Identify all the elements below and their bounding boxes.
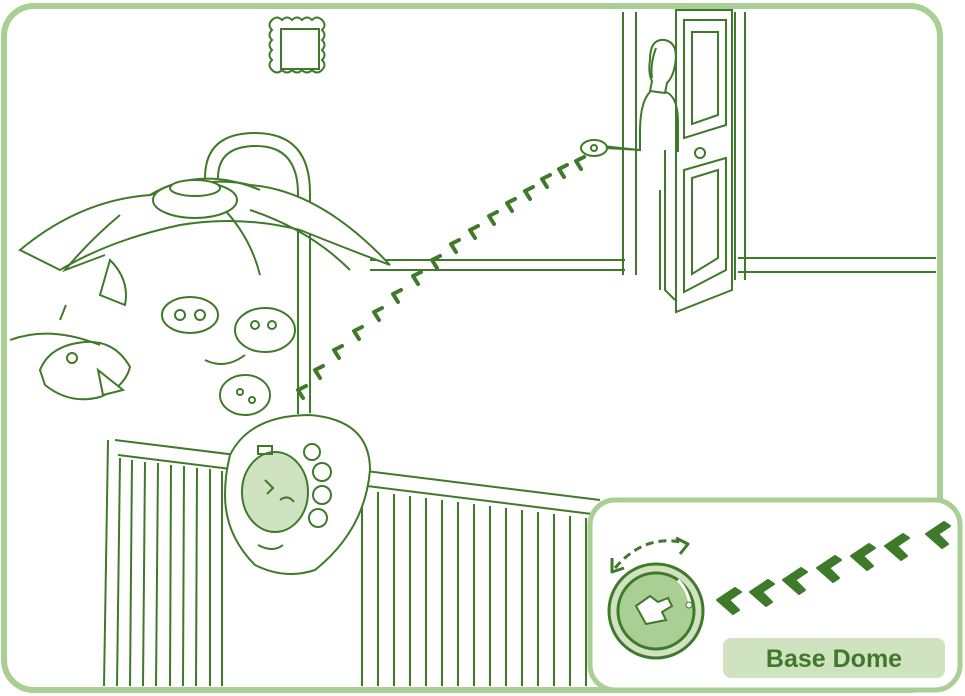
person-icon [601,38,679,301]
chevron-arrow-icon [372,306,384,322]
chevron-arrow-icon [557,163,569,179]
rotate-arrow-icon [610,536,690,574]
signal-chevrons [296,155,586,400]
chevron-arrow-icon [332,344,344,360]
chevron-arrow-icon [816,555,842,583]
chevron-arrow-icon [411,270,423,286]
chevron-arrow-icon [296,384,308,400]
base-unit-icon [223,413,372,575]
door-icon [675,9,733,314]
chevron-arrow-icon [313,364,325,380]
chevron-arrow-icon [505,197,517,213]
remote-control-icon [580,139,608,157]
chevron-arrow-icon [487,210,499,226]
chevron-arrow-icon [468,224,480,240]
chevron-arrow-icon [574,155,586,171]
base-dome-label-bg [723,638,945,678]
chevron-arrow-icon [449,238,461,254]
chevron-arrow-icon [925,521,951,549]
chevron-arrow-icon [523,185,535,201]
picture-frame-icon [268,16,326,74]
base-dome-label: Base Dome [766,645,902,673]
chevron-arrow-icon [850,543,876,571]
chevron-arrow-icon [352,325,364,341]
chevron-arrow-icon [540,173,552,189]
chevron-arrow-icon [391,288,403,304]
inset-chevrons [716,521,951,615]
base-dome-icon [607,562,705,660]
chevron-arrow-icon [430,254,442,270]
chevron-arrow-icon [884,533,910,561]
chevron-arrow-icon [782,567,808,595]
base-dome-inset: Base Dome [587,497,963,693]
crib-rails [103,439,601,687]
crib-mobile-icon [9,131,391,416]
chevron-arrow-icon [749,579,775,607]
chevron-arrow-icon [716,587,742,615]
room-walls [370,12,936,280]
